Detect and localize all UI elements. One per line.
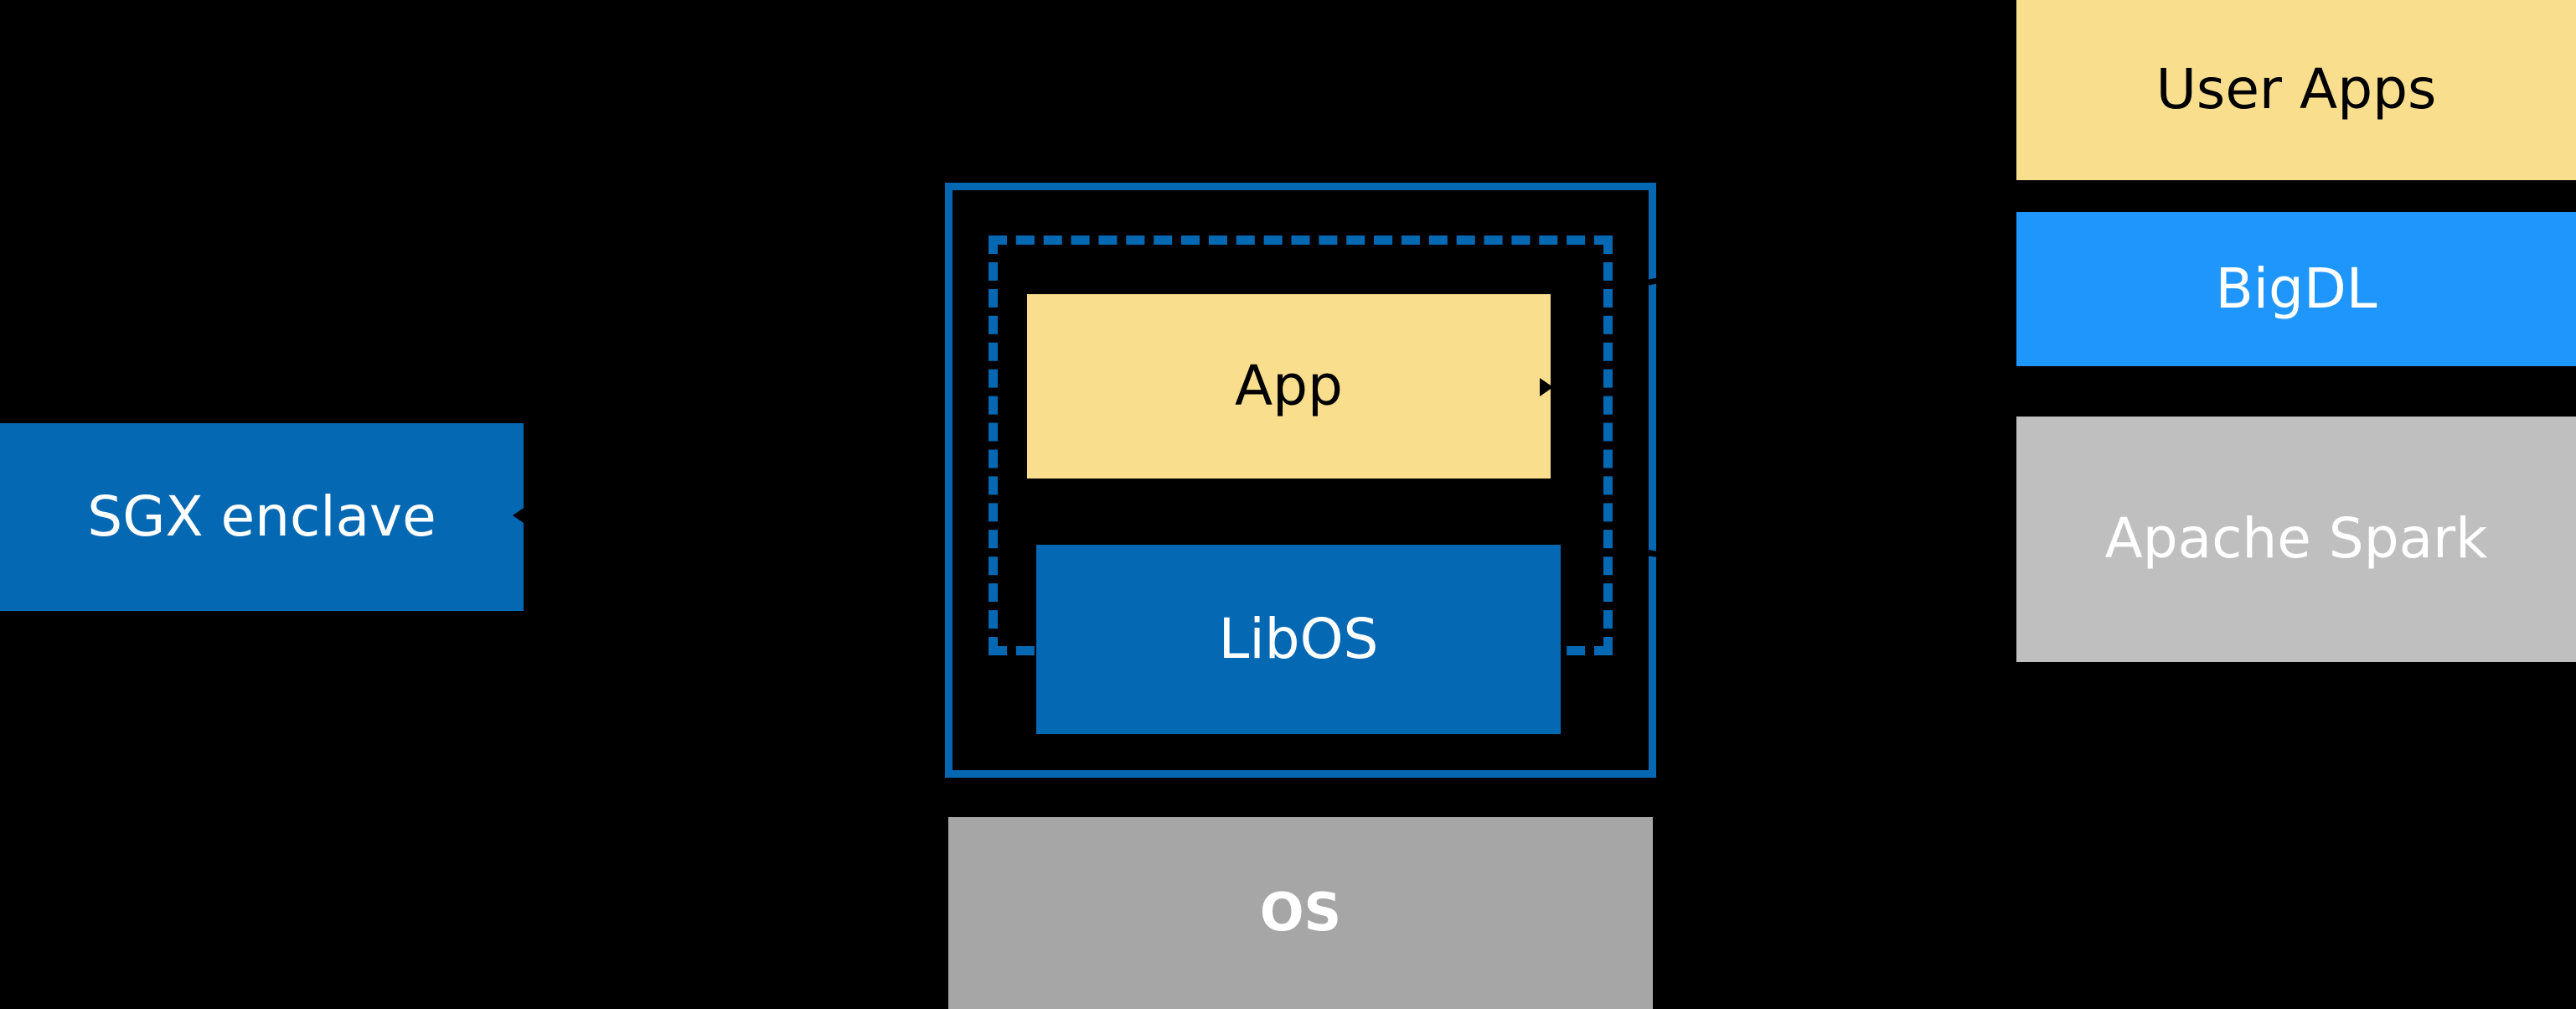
apache-spark-box[interactable]: Apache Spark [2016,417,2576,662]
libos-label: LibOS [1218,606,1379,671]
app-box[interactable]: App [1027,294,1551,479]
upper-connector-line [1641,207,2021,287]
enclave-outer-frame [945,183,1656,778]
app-label: App [1235,353,1343,418]
user-apps-box[interactable]: User Apps [2016,0,2576,180]
bigdl-box[interactable]: BigDL [2016,212,2576,366]
sgx-enclave-label: SGX enclave [87,484,436,549]
sgx-connector-arrow-icon [513,506,526,525]
lower-connector-line [1641,549,2023,615]
user-apps-label: User Apps [2155,57,2437,122]
bigdl-label: BigDL [2215,256,2377,321]
sgx-enclave-box[interactable]: SGX enclave [0,423,524,611]
app-connector-arrow-icon [1540,378,1553,396]
os-box[interactable]: OS [948,817,1653,1009]
os-label: OS [1259,882,1342,944]
apache-spark-label: Apache Spark [2104,506,2488,572]
libos-box[interactable]: LibOS [1036,545,1561,734]
